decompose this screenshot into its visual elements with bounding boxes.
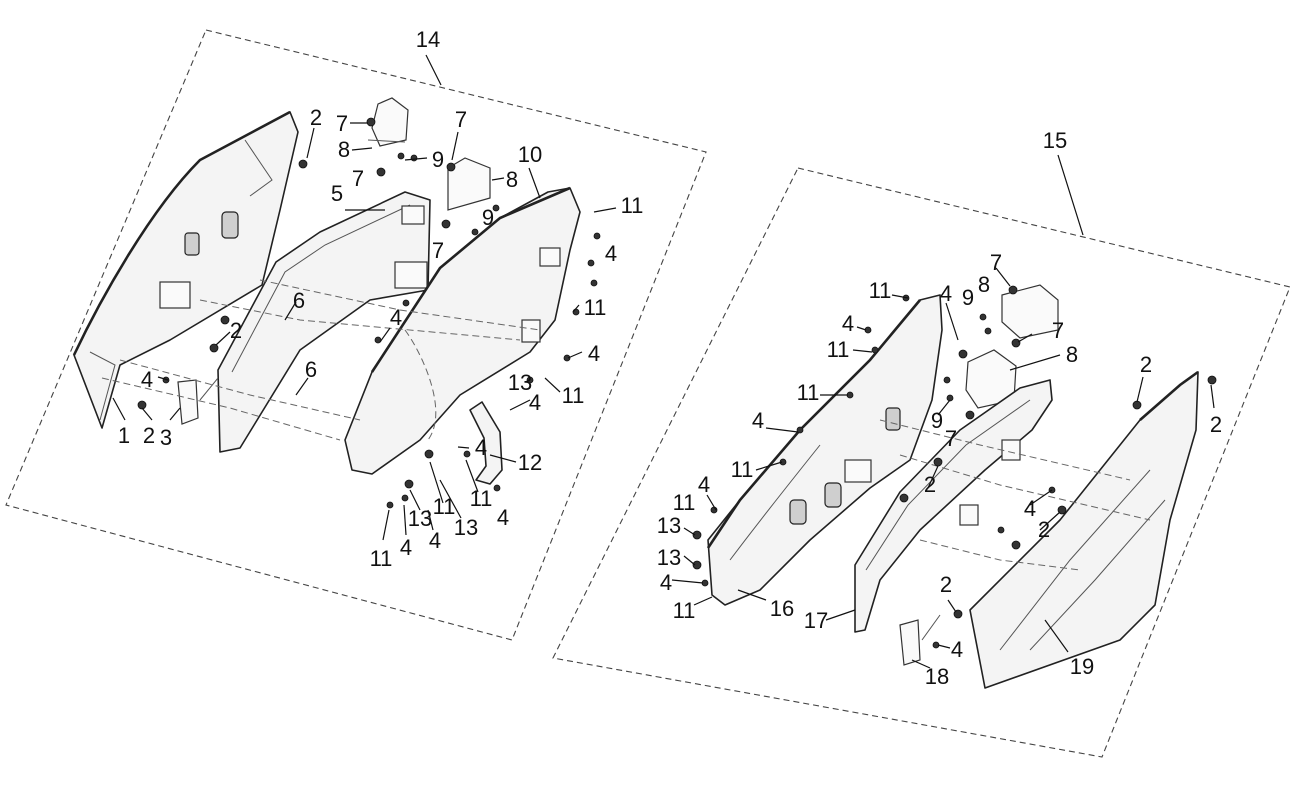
fasteners-left: [137, 117, 601, 509]
callout-4: 4: [951, 637, 963, 662]
part-18-latch: [899, 614, 941, 666]
part-1-outer-panel: [72, 110, 299, 429]
callout-7: 7: [455, 107, 467, 132]
callout-11: 11: [673, 598, 696, 623]
callout-4: 4: [940, 281, 952, 306]
callout-4: 4: [698, 472, 710, 497]
callout-7: 7: [945, 426, 957, 451]
callout-18: 18: [925, 664, 949, 689]
callout-2: 2: [940, 572, 952, 597]
callout-2: 2: [230, 318, 242, 343]
hinge-upper: [367, 97, 409, 147]
right-door-assembly: 15 7 8 9 4 11 7 8 4 11 11 9 7 4 11 2 2 2…: [552, 128, 1291, 758]
hinge-upper-right: [1001, 284, 1059, 339]
assembly-14-boundary: [5, 29, 707, 641]
left-door-assembly: 14 2 7 8 9 7 7 8 10 11 5 9 7 4 6 4 11 2 …: [5, 27, 707, 641]
callout-4: 4: [400, 535, 412, 560]
callout-9: 9: [962, 285, 974, 310]
callout-11: 11: [869, 278, 892, 303]
callout-13: 13: [657, 545, 681, 570]
callout-11: 11: [470, 486, 493, 511]
callout-13: 13: [657, 513, 681, 538]
callout-13: 13: [454, 515, 478, 540]
callout-4: 4: [752, 408, 764, 433]
callout-2: 2: [1210, 412, 1222, 437]
callout-2: 2: [924, 472, 936, 497]
callout-9: 9: [432, 147, 444, 172]
callout-5: 5: [331, 181, 343, 206]
callout-9: 9: [931, 408, 943, 433]
callout-4: 4: [605, 241, 617, 266]
callout-8: 8: [338, 137, 350, 162]
callout-6: 6: [293, 288, 305, 313]
part-12-handle: [469, 401, 503, 485]
callout-4: 4: [429, 528, 441, 553]
callout-11: 11: [797, 380, 820, 405]
callout-4: 4: [497, 505, 509, 530]
callout-10: 10: [518, 142, 542, 167]
callout-2: 2: [310, 105, 322, 130]
fasteners-right: [692, 285, 1217, 649]
callout-2: 2: [143, 423, 155, 448]
callout-11: 11: [584, 295, 607, 320]
callout-11: 11: [827, 337, 850, 362]
leader-lines-right: [671, 154, 1215, 669]
callout-4: 4: [141, 367, 153, 392]
callout-11: 11: [433, 494, 456, 519]
callout-13: 13: [408, 506, 432, 531]
callout-4: 4: [475, 435, 487, 460]
callout-4: 4: [842, 311, 854, 336]
callout-4: 4: [1024, 496, 1036, 521]
callout-2: 2: [1038, 517, 1050, 542]
callout-7: 7: [990, 250, 1002, 275]
callout-2: 2: [1140, 352, 1152, 377]
callout-15: 15: [1043, 128, 1067, 153]
callout-7: 7: [1052, 318, 1064, 343]
callout-8: 8: [1066, 342, 1078, 367]
part-16-inner-trim: [706, 294, 943, 606]
callout-14: 14: [416, 27, 440, 52]
callout-6: 6: [305, 357, 317, 382]
leader-lines-left: [112, 54, 617, 541]
callout-11: 11: [562, 383, 585, 408]
part-17-inner-frame: [854, 379, 1053, 633]
callout-13: 13: [508, 370, 532, 395]
callout-4: 4: [529, 390, 541, 415]
callout-4: 4: [660, 570, 672, 595]
callout-11: 11: [621, 193, 644, 218]
hinge-lower: [447, 157, 491, 211]
callout-7: 7: [432, 238, 444, 263]
callout-7: 7: [336, 111, 348, 136]
callout-4: 4: [588, 341, 600, 366]
callout-11: 11: [370, 546, 393, 571]
callout-8: 8: [978, 272, 990, 297]
callout-19: 19: [1070, 654, 1094, 679]
assembly-15-boundary: [552, 167, 1291, 758]
callout-1: 1: [118, 423, 130, 448]
callout-11: 11: [731, 457, 754, 482]
callout-4: 4: [390, 305, 402, 330]
callout-9: 9: [482, 205, 494, 230]
part-10-inner-trim: [344, 186, 581, 475]
callout-16: 16: [770, 596, 794, 621]
callout-8: 8: [506, 167, 518, 192]
part-19-outer-panel: [969, 370, 1199, 689]
callout-17: 17: [804, 608, 828, 633]
callout-12: 12: [518, 450, 542, 475]
part-3-latch: [177, 377, 219, 425]
callout-3: 3: [160, 425, 172, 450]
callout-11: 11: [673, 490, 696, 515]
callout-7: 7: [352, 166, 364, 191]
